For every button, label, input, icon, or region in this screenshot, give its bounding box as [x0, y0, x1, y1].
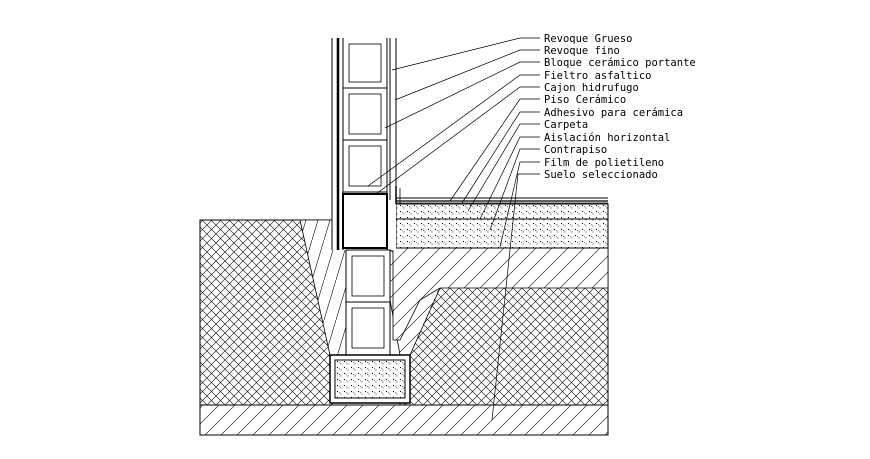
leader-lines [367, 37, 540, 421]
label-aislacion: Aislación horizontal [544, 132, 670, 144]
label-suelo-seleccionado: Suelo seleccionado [544, 169, 658, 181]
label-revoque-grueso: Revoque Grueso [544, 33, 633, 45]
layer-labels: Revoque Grueso Revoque fino Bloque cerám… [544, 33, 696, 181]
label-adhesivo: Adhesivo para cerámica [544, 107, 683, 119]
concrete-footing [329, 354, 411, 404]
carpeta-layer [395, 203, 609, 220]
label-bloque-ceramico: Bloque cerámico portante [544, 57, 696, 69]
label-cajon-hidrofugo: Cajon hidrufugo [544, 82, 639, 94]
contrapiso-layer [395, 218, 609, 249]
label-piso-ceramico: Piso Cerámico [544, 94, 626, 106]
bottom-soil-strip [199, 404, 609, 436]
label-revoque-fino: Revoque fino [544, 45, 620, 57]
ceramic-floor-lines [396, 197, 608, 204]
label-fieltro-asfaltico: Fieltro asfaltico [544, 70, 651, 82]
selected-soil-layer [392, 247, 609, 341]
label-carpeta: Carpeta [544, 119, 588, 131]
label-film-polietileno: Film de polietileno [544, 157, 664, 169]
label-contrapiso: Contrapiso [544, 144, 607, 156]
masonry-wall [331, 38, 401, 250]
foundation-wall [345, 249, 391, 356]
